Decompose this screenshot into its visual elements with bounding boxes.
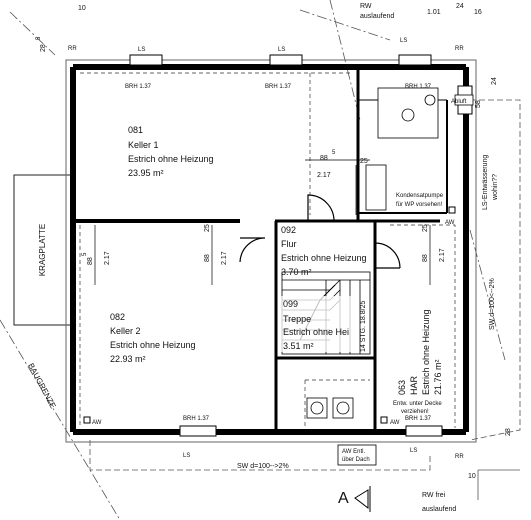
- window-rr-3: RR: [455, 454, 464, 460]
- room-092-floor: Estrich ohne Heizung: [281, 253, 367, 263]
- room-081-name: Keller 1: [128, 140, 159, 150]
- room-063-number: 063: [397, 380, 407, 395]
- section-a-label: A: [338, 490, 349, 507]
- window-brh-4: BRH 1.37: [405, 84, 432, 90]
- dim-88-3: 88: [422, 254, 429, 262]
- room-099-area: 3.51 m²: [283, 341, 314, 351]
- aw-entl-line-1: AW Entl.: [342, 449, 365, 455]
- room-099: 099 Treppe Estrich ohne Hei 3.51 m²: [281, 296, 353, 352]
- top-dim-101: 1.01: [427, 9, 441, 16]
- aw-box-2: [448, 206, 456, 214]
- ls-entw-line-1: LS-Entwässerung: [482, 155, 489, 210]
- top-dim-24: 24: [456, 3, 464, 10]
- auslaufend-bottom-label: auslaufend: [422, 506, 456, 513]
- door-swings: [239, 194, 401, 269]
- dim-25-1: 25: [204, 224, 211, 232]
- kragplatte-label: KRAGPLATTE: [38, 224, 47, 276]
- windows: [129, 54, 473, 437]
- rw-frei-label: RW frei: [422, 492, 446, 499]
- dim-88-2: 88: [204, 254, 211, 262]
- sw-bottom-label: SW d=100-->2%: [237, 463, 289, 470]
- section-a-marker: A: [338, 486, 371, 512]
- top-dim-10: 10: [78, 5, 86, 12]
- dim-25-3: 25: [360, 158, 368, 165]
- window-brh-5: BRH 1.37: [405, 416, 432, 422]
- window-ls-5: LS: [410, 448, 417, 454]
- stairs-label: 14 STG. 18.8/25: [360, 301, 367, 352]
- aw-entl-line-2: über Dach: [342, 457, 370, 463]
- hidden-lines: [79, 72, 456, 428]
- dim-88-4: 88: [320, 155, 328, 162]
- abluft-label: Abluft: [451, 99, 467, 105]
- exterior-walls: [70, 64, 469, 435]
- tech-fixtures: [306, 87, 474, 419]
- window-rr-1: RR: [68, 46, 77, 52]
- room-063-area: 21.76 m²: [433, 359, 443, 395]
- room-092-name: Flur: [281, 239, 297, 249]
- top-rw-label: RW: [360, 3, 372, 10]
- room-081-floor: Estrich ohne Heizung: [128, 154, 214, 164]
- room-099-name: Treppe: [283, 314, 311, 324]
- room-099-number: 099: [283, 299, 298, 309]
- room-082-number: 082: [110, 312, 125, 322]
- entw-line-1: Entw. unter Decke: [393, 401, 442, 407]
- kragplatte: KRAGPLATTE: [13, 174, 70, 326]
- top-dim-16: 16: [474, 9, 482, 16]
- room-081-area: 23.95 m²: [128, 168, 164, 178]
- room-081: 081 Keller 1 Estrich ohne Heizung 23.95 …: [128, 125, 214, 178]
- top-dim-28: 28: [40, 44, 47, 52]
- sw-right-label: SW d=100<--2%: [489, 278, 496, 330]
- aw-marker-2: AW: [445, 220, 455, 226]
- window-ls-2: LS: [278, 47, 285, 53]
- kondensat-line-2: für WP vorsehen!: [396, 202, 443, 208]
- window-ls-1: LS: [138, 47, 145, 53]
- window-brh-2: BRH 1.37: [265, 84, 292, 90]
- dim-5-2: 5: [332, 150, 336, 156]
- window-rr-2: RR: [455, 46, 464, 52]
- room-082-name: Keller 2: [110, 326, 141, 336]
- window-ls-3: LS: [400, 38, 407, 44]
- dim-217-3: 2.17: [439, 248, 446, 262]
- room-082: 082 Keller 2 Estrich ohne Heizung 22.93 …: [110, 312, 196, 364]
- aw-box-3: [380, 416, 388, 424]
- room-082-floor: Estrich ohne Heizung: [110, 340, 196, 350]
- aw-marker-1: AW: [92, 420, 102, 426]
- room-092-area: 3.70 m²: [281, 267, 312, 277]
- dim-88-1: 88: [87, 257, 94, 265]
- window-ls-4: LS: [183, 453, 190, 459]
- window-brh-1: BRH 1.37: [125, 84, 152, 90]
- room-063-name: HAR: [409, 375, 419, 395]
- bottom-dim-10: 10: [468, 473, 476, 480]
- top-auslaufend-label: auslaufend: [360, 13, 394, 20]
- dim-217-1: 2.17: [104, 251, 111, 265]
- ls-entw-line-2: wohin??: [492, 174, 499, 201]
- aw-entl-box: [337, 444, 377, 466]
- window-brh-3: BRH 1.37: [183, 416, 210, 422]
- room-081-number: 081: [128, 125, 143, 135]
- right-dim-24: 24: [491, 77, 498, 85]
- aw-box-1: [83, 416, 91, 424]
- room-063-floor: Estrich ohne Heizung: [421, 309, 431, 395]
- room-099-floor: Estrich ohne Hei: [283, 327, 349, 337]
- room-063: 063 HAR Estrich ohne Heizung 21.76 m²: [397, 309, 443, 395]
- room-092-number: 092: [281, 225, 296, 235]
- baugrenze-label: BAUGRENZE: [26, 362, 57, 410]
- aw-marker-3: AW: [390, 420, 400, 426]
- dim-5-1: 5: [82, 252, 88, 256]
- room-092: 092 Flur Estrich ohne Heizung 3.70 m²: [281, 225, 367, 277]
- right-dim-58: 58: [475, 100, 482, 108]
- dim-25-2: 25: [422, 224, 429, 232]
- dim-217-2: 2.17: [221, 251, 228, 265]
- entw-line-2: verziehen!: [401, 409, 429, 415]
- right-dim-28: 28: [505, 428, 512, 436]
- kondensat-line-1: Kondensatpumpe: [396, 193, 444, 199]
- dim-lines: [94, 159, 431, 285]
- dim-217-4: 2.17: [317, 172, 331, 179]
- top-dim-5: 5: [36, 36, 42, 40]
- room-082-area: 22.93 m²: [110, 354, 146, 364]
